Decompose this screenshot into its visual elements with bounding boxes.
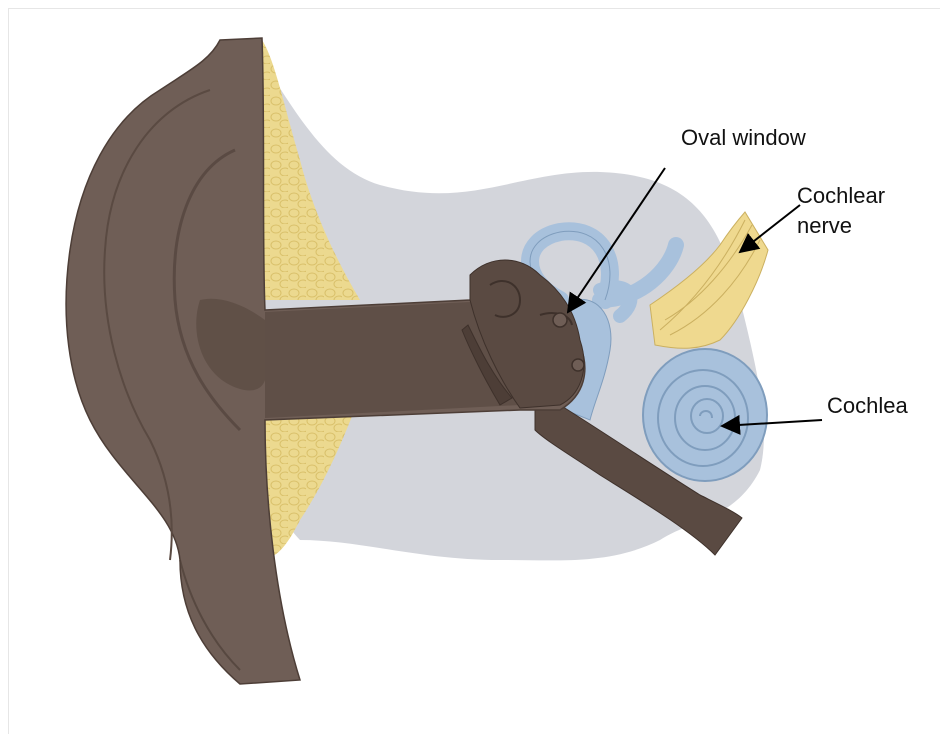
cochlea-label: Cochlea [827,390,908,422]
cochlear-nerve-label-line1: Cochlear [797,180,885,212]
oval-window-label: Oval window [681,122,806,154]
round-window [572,359,584,371]
cochlea [643,349,767,481]
oval-window [553,313,567,327]
cochlear-nerve-label-line2: nerve [797,210,852,242]
